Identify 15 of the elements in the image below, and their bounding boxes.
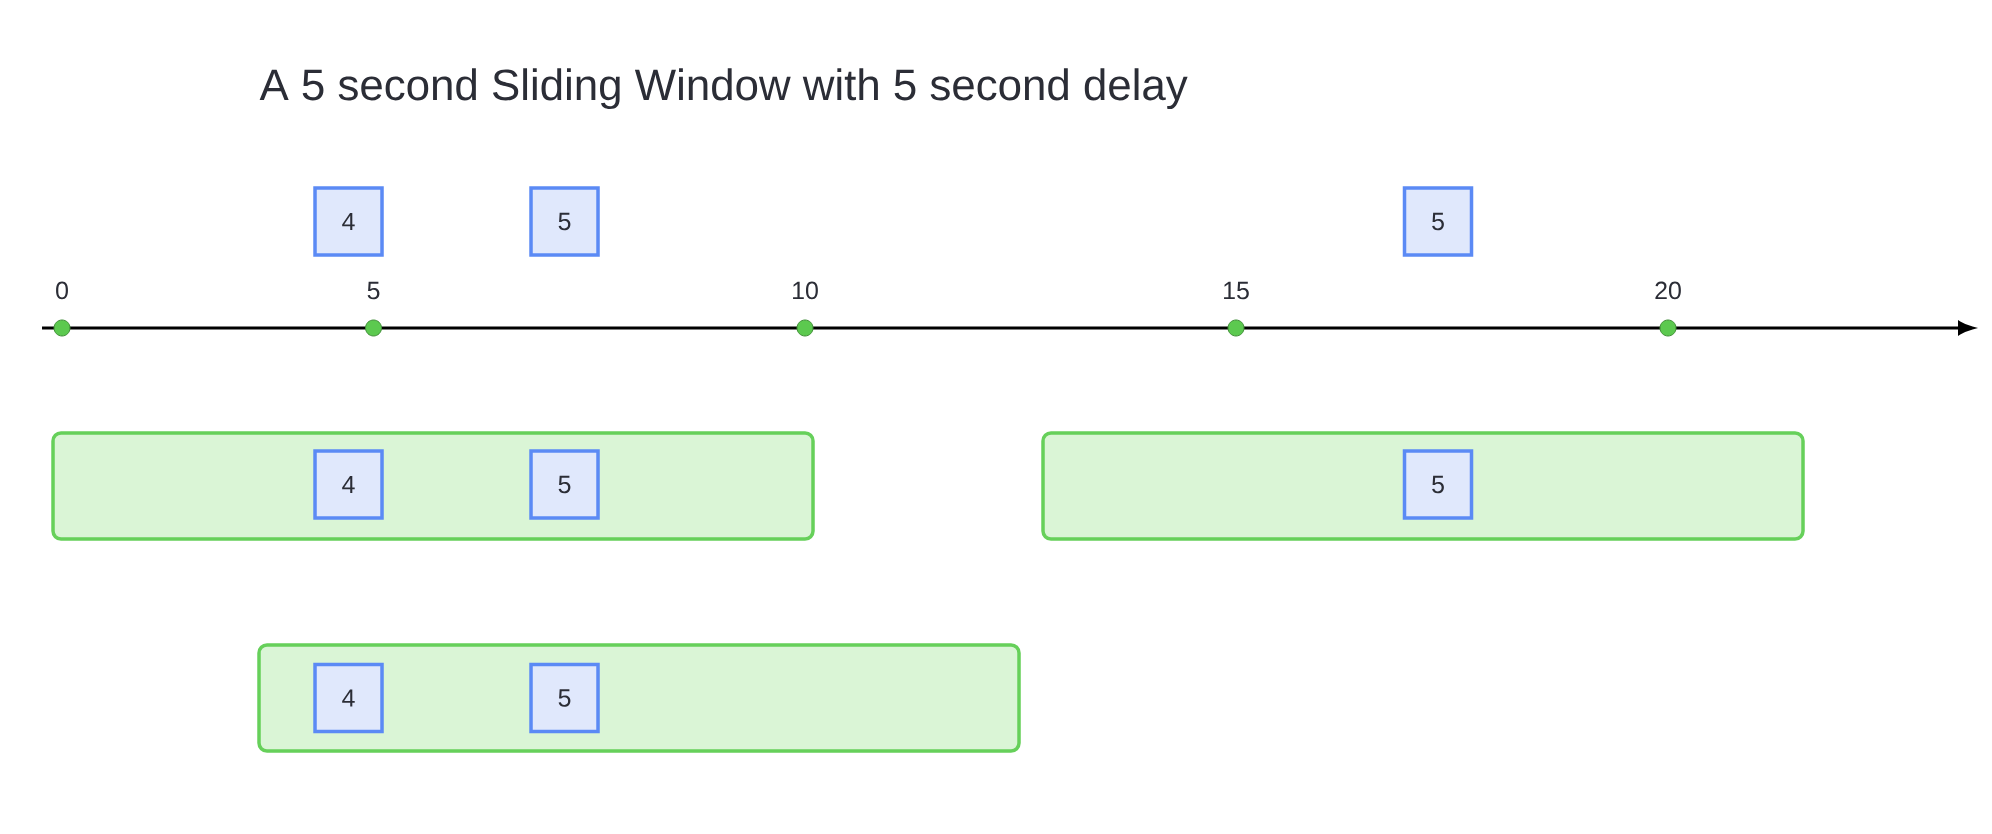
window-box xyxy=(1041,431,1805,541)
tick-label: 15 xyxy=(1224,281,1249,300)
event-box: 4 xyxy=(313,662,384,734)
event-box: 5 xyxy=(1402,186,1474,257)
event-box: 5 xyxy=(529,449,600,520)
event-box: 5 xyxy=(1402,449,1474,520)
event-box: 5 xyxy=(529,662,600,734)
event-box: 4 xyxy=(313,449,384,520)
tick-label: 5 xyxy=(367,281,380,300)
tick-label: 0 xyxy=(56,281,68,300)
event-box: 5 xyxy=(529,186,600,257)
title: A 5 second Sliding Window with 5 second delay xyxy=(259,68,1188,110)
event-box: 4 xyxy=(313,186,384,257)
tick-label: 10 xyxy=(793,281,818,300)
tick-label: 20 xyxy=(1655,281,1681,300)
